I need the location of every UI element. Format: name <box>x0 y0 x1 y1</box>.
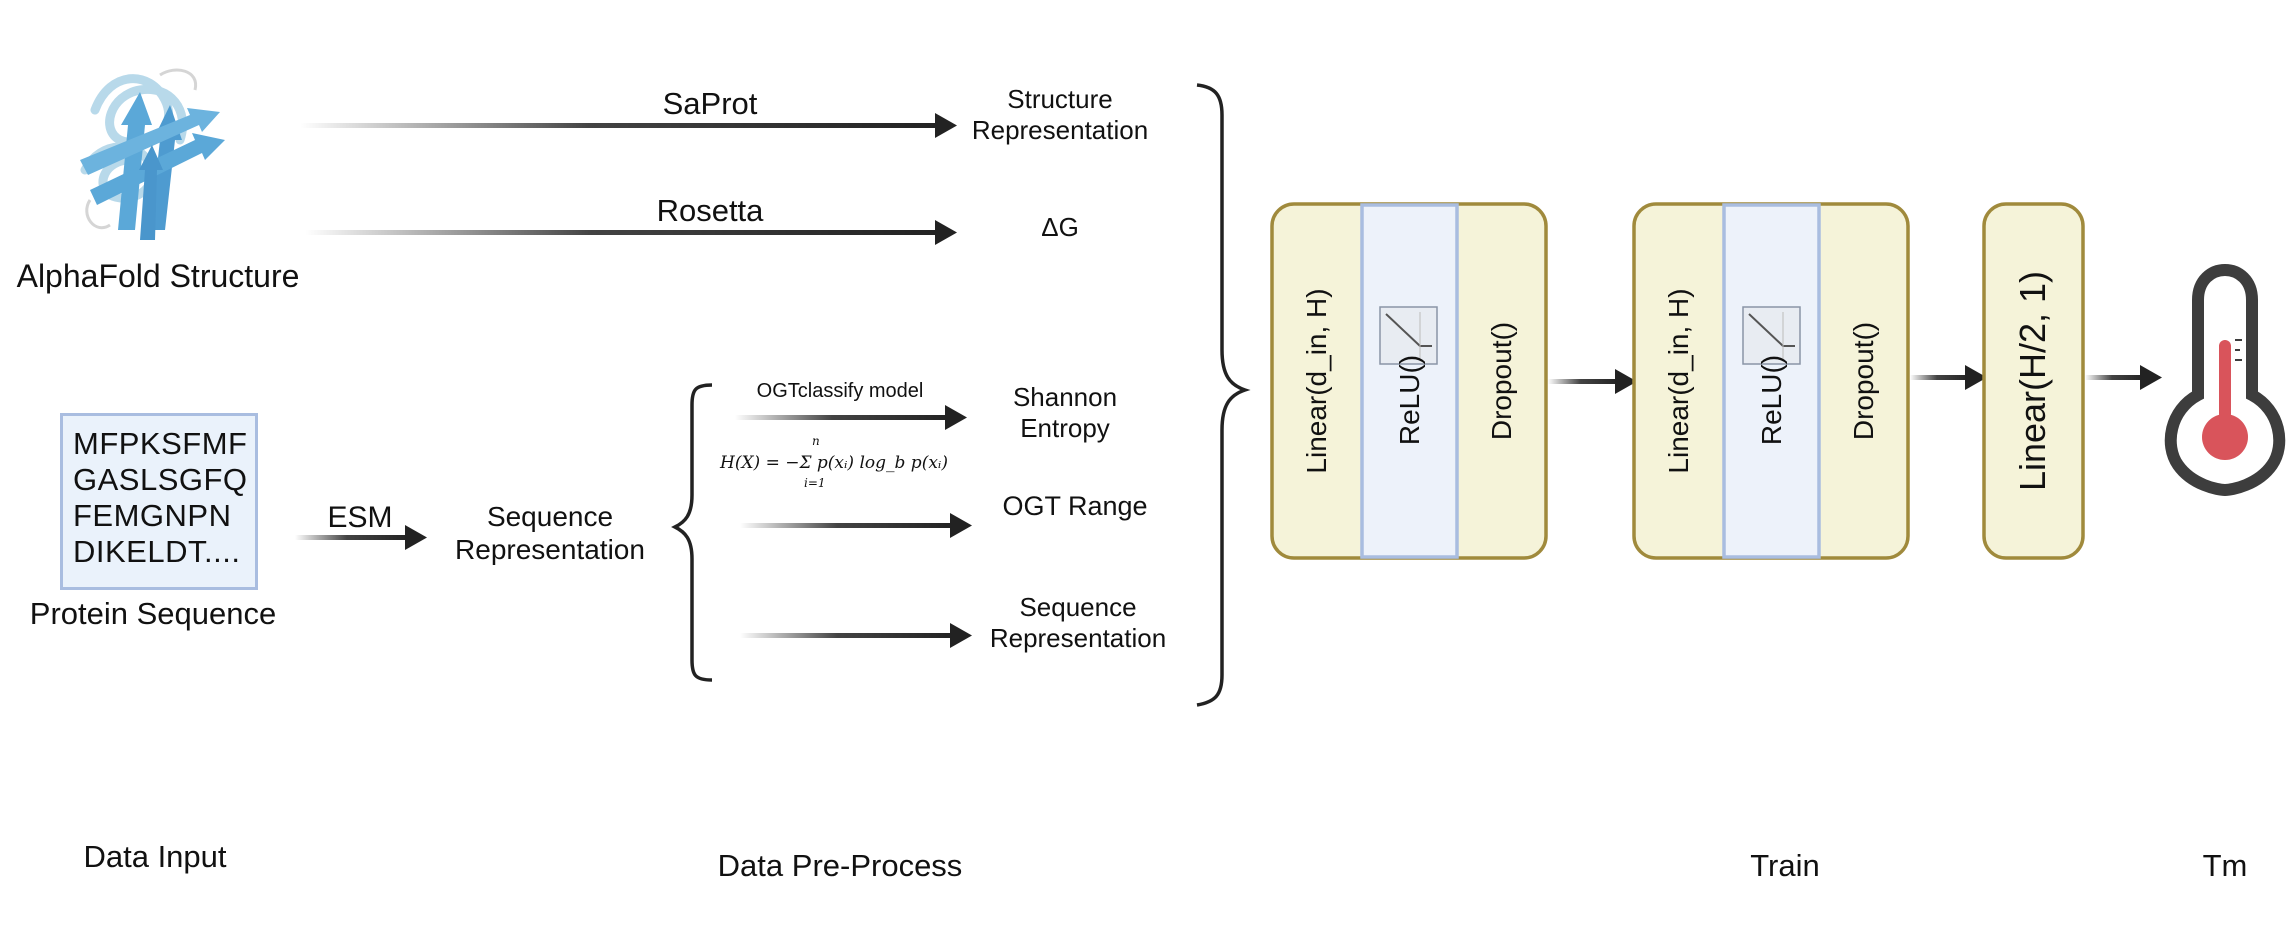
mlp-block-1 <box>1270 202 1548 560</box>
sequence-line: MFPKSFMF <box>73 426 248 461</box>
esm-label: ESM <box>327 501 393 534</box>
shannon-entropy-formula: H(X) = −Σ p(xᵢ) log_b p(xᵢ) n i=1 <box>720 434 948 490</box>
protein-structure-icon <box>80 68 225 240</box>
relu-layer-label: ReLU() <box>1394 354 1425 446</box>
sequence-line: DIKELDT.... <box>73 534 241 569</box>
ogt-range-arrow <box>740 513 972 538</box>
linear-layer-label: Linear(d_in, H) <box>1663 288 1694 474</box>
sequence-representation-label: Sequence Representation <box>455 501 645 566</box>
linear-layer-label: Linear(d_in, H) <box>1301 288 1332 474</box>
rosetta-arrow <box>305 220 957 245</box>
section-data-preprocess: Data Pre-Process <box>717 848 963 883</box>
relu-graph-icon <box>1379 306 1438 365</box>
sequence-line: FEMGNPN <box>73 498 232 533</box>
block1-arrow <box>1548 369 1637 394</box>
mlp-block-2 <box>1632 202 1910 560</box>
ogt-classify-model-label: OGTclassify model <box>756 380 924 402</box>
section-train: Train <box>1750 848 1820 883</box>
saprot-arrow <box>300 113 957 138</box>
final-linear-box <box>1982 202 2085 560</box>
relu-graph-icon <box>1742 306 1801 365</box>
protein-sequence-box: MFPKSFMF GASLSGFQ FEMGNPN DIKELDT.... <box>60 413 258 590</box>
final-arrow <box>2085 365 2162 390</box>
final-linear-label: Linear(H/2, 1) <box>2012 270 2053 492</box>
ogt-model-arrow <box>735 405 967 430</box>
section-data-input: Data Input <box>83 839 227 874</box>
protein-sequence-label: Protein Sequence <box>29 596 277 631</box>
sequence-representation-output-label: Sequence Representation <box>989 592 1167 653</box>
sequence-line: GASLSGFQ <box>73 462 248 497</box>
dropout-layer-label: Dropout() <box>1486 321 1517 441</box>
formula-text: H(X) = −Σ p(xᵢ) log_b p(xᵢ) <box>720 453 948 473</box>
dropout-layer-label: Dropout() <box>1848 321 1879 441</box>
delta-g-label: ΔG <box>1041 212 1079 242</box>
relu-layer-label: ReLU() <box>1756 354 1787 446</box>
section-tm: Tm <box>2202 848 2248 883</box>
thermometer-icon <box>2164 264 2286 497</box>
block2-arrow <box>1910 365 1987 390</box>
preprocess-left-brace <box>671 383 713 682</box>
preprocess-right-brace <box>1196 83 1251 707</box>
shannon-entropy-label: Shannon Entropy <box>1012 382 1118 443</box>
saprot-label: SaProt <box>662 86 758 121</box>
formula-lower-limit: i=1 <box>804 476 826 490</box>
structure-representation-label: Structure Representation <box>971 84 1149 145</box>
esm-arrow <box>295 525 427 550</box>
formula-upper-limit: n <box>812 434 820 448</box>
ogt-range-label: OGT Range <box>1002 491 1148 521</box>
sequence-representation-arrow <box>740 623 972 648</box>
rosetta-label: Rosetta <box>656 193 764 228</box>
alphafold-structure-label: AlphaFold Structure <box>16 258 300 294</box>
